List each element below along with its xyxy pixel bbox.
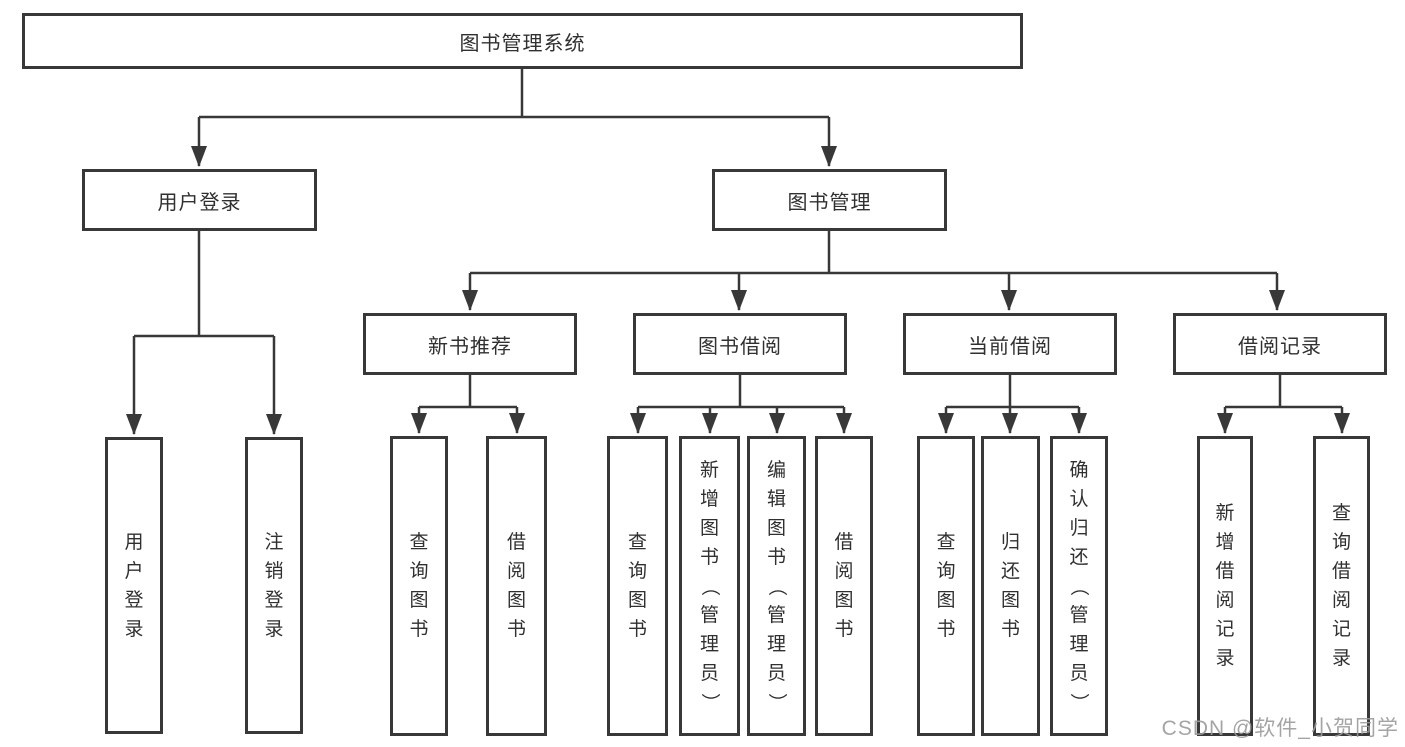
leaf-borrow-add-books-admin: 新增图书（管理员） [679, 436, 740, 736]
node-book-borrow: 图书借阅 [633, 313, 847, 375]
leaf-current-confirm-return-admin: 确认归还（管理员） [1050, 436, 1108, 736]
node-current-borrow: 当前借阅 [903, 313, 1117, 375]
leaf-logout-login: 注销登录 [245, 437, 303, 734]
node-user-login: 用户登录 [82, 169, 317, 231]
node-book-management: 图书管理 [712, 169, 947, 231]
leaf-borrow-query-books: 查询图书 [607, 436, 668, 736]
leaf-borrow-edit-books-admin: 编辑图书（管理员） [747, 436, 806, 736]
csdn-watermark: CSDN @软件_小贺同学 [1161, 717, 1399, 740]
leaf-current-query-books: 查询图书 [917, 436, 975, 736]
leaf-records-add-borrow-record: 新增借阅记录 [1197, 436, 1253, 736]
leaf-newbook-borrow-books: 借阅图书 [486, 436, 547, 736]
leaf-newbook-query-books: 查询图书 [390, 436, 448, 736]
node-root-system: 图书管理系统 [22, 13, 1023, 69]
node-new-book-recommend: 新书推荐 [363, 313, 577, 375]
leaf-borrow-borrow-books: 借阅图书 [815, 436, 873, 736]
node-borrow-records: 借阅记录 [1173, 313, 1387, 375]
leaf-user-login: 用户登录 [105, 437, 163, 734]
leaf-current-return-books: 归还图书 [981, 436, 1040, 736]
leaf-records-query-borrow-record: 查询借阅记录 [1313, 436, 1370, 736]
